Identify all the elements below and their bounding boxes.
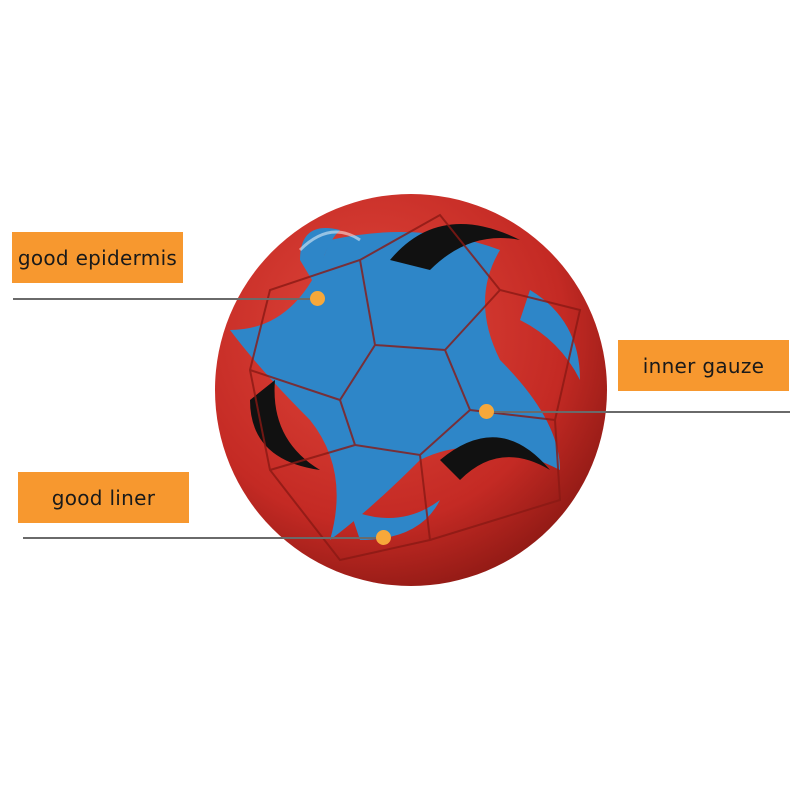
- callout-text: inner gauze: [642, 353, 765, 378]
- callout-label-epidermis: good epidermis: [12, 232, 183, 283]
- callout-label-inner-gauze: inner gauze: [618, 340, 789, 391]
- callout-text: good liner: [51, 485, 156, 510]
- callout-label-liner: good liner: [18, 472, 189, 523]
- callout-dot-epidermis: [310, 291, 325, 306]
- callout-line-liner: [23, 537, 385, 539]
- callout-dot-liner: [376, 530, 391, 545]
- callout-dot-inner-gauze: [479, 404, 494, 419]
- callout-line-inner-gauze: [487, 411, 790, 413]
- callout-text: good epidermis: [17, 245, 178, 270]
- callout-line-epidermis: [13, 298, 318, 300]
